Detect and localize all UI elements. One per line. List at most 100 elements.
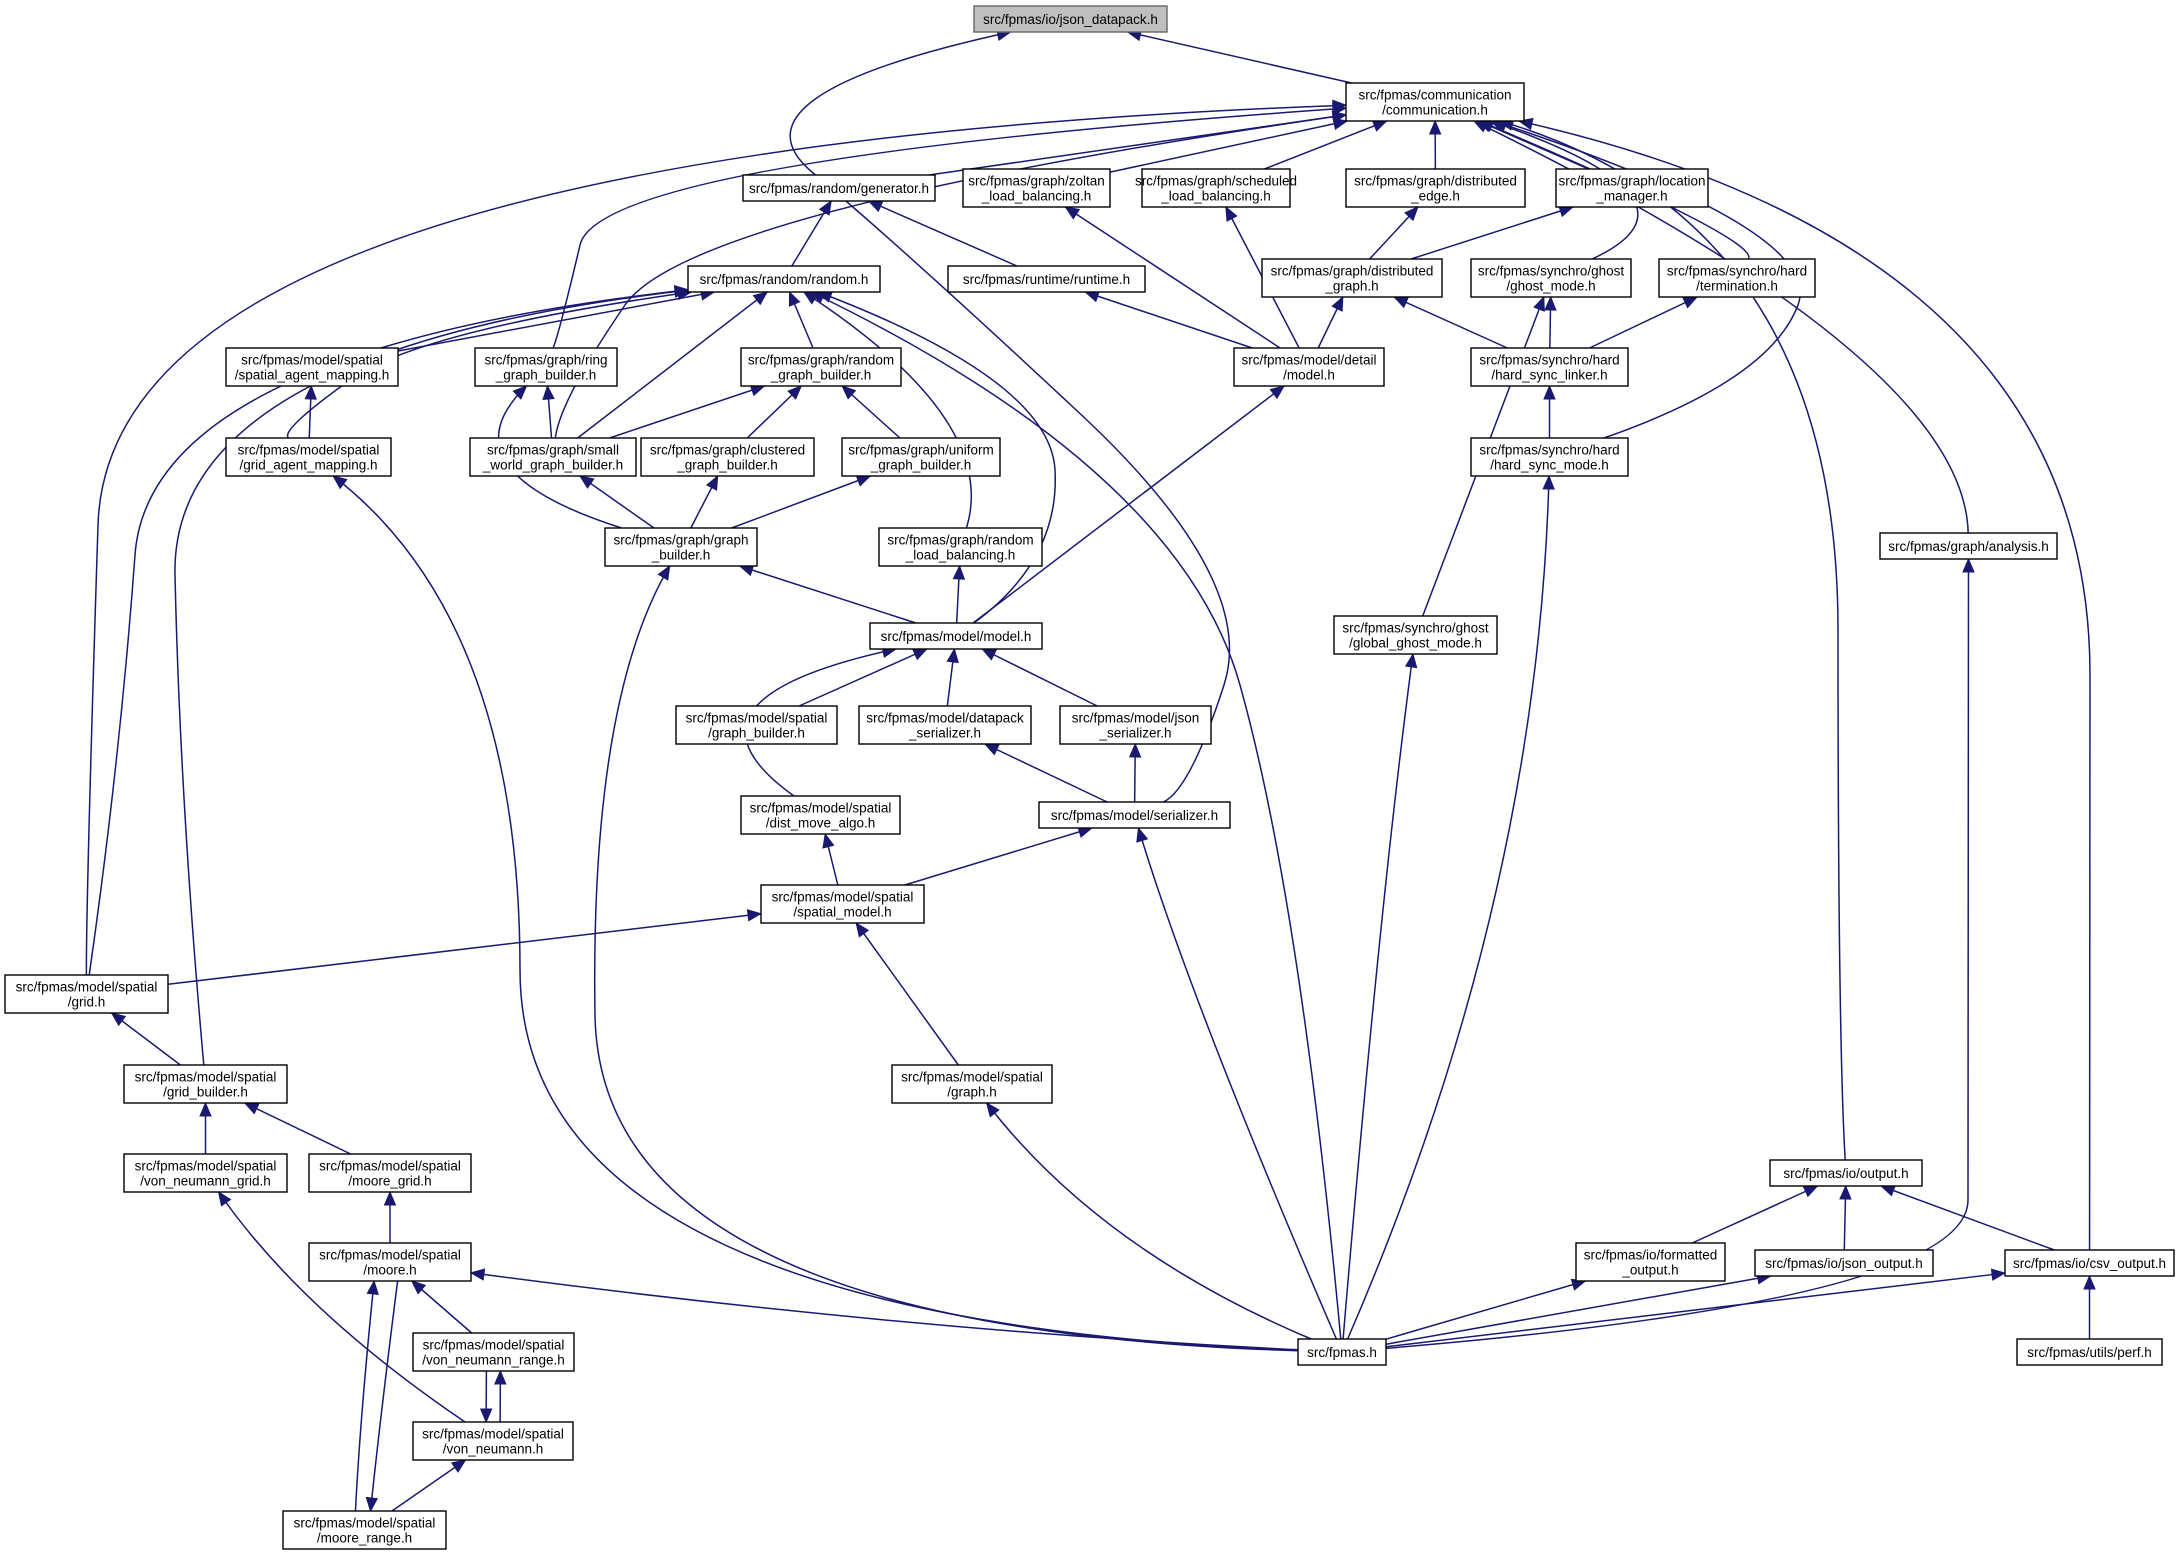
edge-random_lb-to-random (802, 291, 973, 529)
node-label-line: src/fpmas/model/spatial (901, 1070, 1043, 1085)
node-grid-builder[interactable]: src/fpmas/model/spatial/grid_builder.h (123, 1064, 288, 1104)
node-label-line: src/fpmas/synchro/ghost (1478, 264, 1625, 279)
edge-json_output-to-output (1839, 1184, 1852, 1251)
node-analysis[interactable]: src/fpmas/graph/analysis.h (1879, 532, 2058, 560)
node-runtime[interactable]: src/fpmas/runtime/runtime.h (947, 265, 1146, 293)
arrowhead (383, 1190, 397, 1206)
node-communication[interactable]: src/fpmas/communication/communication.h (1345, 82, 1525, 122)
edge-line (1479, 120, 1750, 260)
node-label-line: src/fpmas/model/spatial (16, 980, 158, 995)
arrowhead (243, 1102, 260, 1115)
arrowhead (746, 909, 763, 922)
edge-line (577, 291, 768, 439)
node-box (1059, 705, 1212, 745)
node-label-line: src/fpmas/graph/clustered (650, 443, 805, 458)
node-box (760, 884, 925, 924)
node-von-neumann[interactable]: src/fpmas/model/spatial/von_neumann.h (412, 1421, 574, 1461)
node-global-ghost-mode[interactable]: src/fpmas/synchro/ghost/global_ghost_mod… (1333, 615, 1498, 655)
edge-line (1410, 206, 1574, 260)
node-uniform-gb[interactable]: src/fpmas/graph/uniform_graph_builder.h (841, 437, 1001, 477)
arrowhead (542, 384, 555, 400)
arrowhead (450, 1459, 467, 1473)
edge-line (1065, 206, 1281, 349)
node-scheduled-lb[interactable]: src/fpmas/graph/scheduled_load_balancing… (1135, 168, 1297, 208)
node-hard-sync-linker[interactable]: src/fpmas/synchro/hard/hard_sync_linker.… (1470, 347, 1629, 387)
node-box (640, 437, 815, 477)
node-label-line: src/fpmas/model/spatial (422, 1427, 564, 1442)
node-graph-builder[interactable]: src/fpmas/graph/graph_builder.h (604, 527, 758, 567)
edge-line (1346, 475, 1550, 1340)
node-label-line: src/fpmas/graph/uniform (848, 443, 994, 458)
node-model[interactable]: src/fpmas/model/model.h (869, 622, 1043, 650)
node-termination[interactable]: src/fpmas/synchro/hard/termination.h (1658, 258, 1816, 298)
edge-moore_range-to-von_neumann (391, 1459, 467, 1512)
node-random-lb[interactable]: src/fpmas/graph/random_load_balancing.h (878, 527, 1043, 567)
node-box (1233, 347, 1385, 387)
node-ghost-mode[interactable]: src/fpmas/synchro/ghost/ghost_mode.h (1470, 258, 1632, 298)
node-formatted-output[interactable]: src/fpmas/io/formatted_output.h (1575, 1242, 1726, 1282)
node-von-neumann-range[interactable]: src/fpmas/model/spatial/von_neumann_rang… (412, 1332, 575, 1372)
edge-line (986, 1102, 1312, 1340)
edge-line (1127, 31, 1352, 84)
node-dist-edge[interactable]: src/fpmas/graph/distributed_edge.h (1345, 168, 1526, 208)
node-spatial-gb[interactable]: src/fpmas/model/spatial/graph_builder.h (675, 705, 838, 745)
node-hard-sync-mode[interactable]: src/fpmas/synchro/hard/hard_sync_mode.h (1470, 437, 1629, 477)
edge-line (798, 648, 928, 707)
node-dist-graph[interactable]: src/fpmas/graph/distributed_graph.h (1261, 258, 1443, 298)
node-label-line: src/fpmas/model/spatial (319, 1248, 461, 1263)
node-box (1345, 168, 1526, 208)
node-grid-agent-mapping[interactable]: src/fpmas/model/spatial/grid_agent_mappi… (225, 437, 392, 477)
arrowhead (1371, 120, 1388, 132)
node-moore-range[interactable]: src/fpmas/model/spatial/moore_range.h (282, 1510, 447, 1550)
node-moore-grid[interactable]: src/fpmas/model/spatial/moore_grid.h (308, 1153, 472, 1193)
edge-formatted_output-to-output (1691, 1185, 1819, 1244)
node-ring-gb[interactable]: src/fpmas/graph/ring_graph_builder.h (474, 347, 618, 387)
edge-scheduled_lb-to-communication (1264, 120, 1388, 170)
node-label-line: src/fpmas/model/spatial (135, 1159, 277, 1174)
node-json-datapack[interactable]: src/fpmas/io/json_datapack.h (973, 5, 1168, 33)
node-box (1575, 1242, 1726, 1282)
node-spatial-graph[interactable]: src/fpmas/model/spatial/graph.h (891, 1064, 1053, 1104)
node-moore[interactable]: src/fpmas/model/spatial/moore.h (308, 1242, 472, 1282)
node-random[interactable]: src/fpmas/random/random.h (687, 265, 881, 293)
arrowhead (1136, 826, 1149, 843)
arrowhead (673, 285, 690, 298)
node-random-gb[interactable]: src/fpmas/graph/random_graph_builder.h (740, 347, 902, 387)
node-detail-model[interactable]: src/fpmas/model/detail/model.h (1233, 347, 1385, 387)
arrowhead (1428, 119, 1442, 135)
edge-von_neumann_range-to-moore (410, 1280, 473, 1334)
node-location-mgr[interactable]: src/fpmas/graph/location_manager.h (1555, 168, 1709, 208)
edge-line (1691, 1185, 1818, 1244)
node-label-line: src/fpmas/model/serializer.h (1051, 808, 1218, 823)
arrowhead (1962, 557, 1975, 573)
edge-line (470, 1272, 1299, 1351)
node-clustered-gb[interactable]: src/fpmas/graph/clustered_graph_builder.… (640, 437, 815, 477)
node-small-world-gb[interactable]: src/fpmas/graph/small_world_graph_builde… (469, 437, 637, 477)
node-json-ser[interactable]: src/fpmas/model/json_serializer.h (1059, 705, 1212, 745)
node-json-output[interactable]: src/fpmas/io/json_output.h (1754, 1249, 1934, 1277)
edge-spatial_model-to-dist_move_algo (822, 832, 839, 886)
node-generator[interactable]: src/fpmas/random/generator.h (742, 174, 936, 202)
edge-line (1385, 1275, 1771, 1345)
node-serializer[interactable]: src/fpmas/model/serializer.h (1038, 801, 1231, 829)
node-grid[interactable]: src/fpmas/model/spatial/grid.h (4, 974, 169, 1014)
arrowhead (304, 384, 317, 400)
node-label-line: src/fpmas/communication (1358, 88, 1511, 103)
node-label-line: /grid.h (68, 995, 106, 1010)
node-von-neumann-grid[interactable]: src/fpmas/model/spatial/von_neumann_grid… (123, 1153, 288, 1193)
node-spatial-model[interactable]: src/fpmas/model/spatial/spatial_model.h (760, 884, 925, 924)
node-datapack-ser[interactable]: src/fpmas/model/datapack_serializer.h (858, 705, 1032, 745)
node-dist-move-algo[interactable]: src/fpmas/model/spatial/dist_move_algo.h (740, 795, 901, 835)
node-fpmas[interactable]: src/fpmas.h (1297, 1338, 1387, 1366)
node-csv-output[interactable]: src/fpmas/io/csv_output.h (2004, 1249, 2175, 1277)
node-label-line: src/fpmas/model/spatial (686, 711, 828, 726)
arrowhead (1064, 206, 1081, 220)
node-label-line: /hard_sync_mode.h (1490, 458, 1609, 473)
arrowhead (1404, 206, 1419, 222)
arrowhead (217, 1190, 232, 1207)
node-zoltan-lb[interactable]: src/fpmas/graph/zoltan_load_balancing.h (962, 168, 1111, 208)
edge-von_neumann_grid-to-grid_builder (199, 1101, 212, 1154)
node-perf[interactable]: src/fpmas/utils/perf.h (2016, 1338, 2163, 1366)
node-output[interactable]: src/fpmas/io/output.h (1769, 1159, 1923, 1187)
node-spatial-agent-mapping[interactable]: src/fpmas/model/spatial/spatial_agent_ma… (225, 347, 399, 387)
